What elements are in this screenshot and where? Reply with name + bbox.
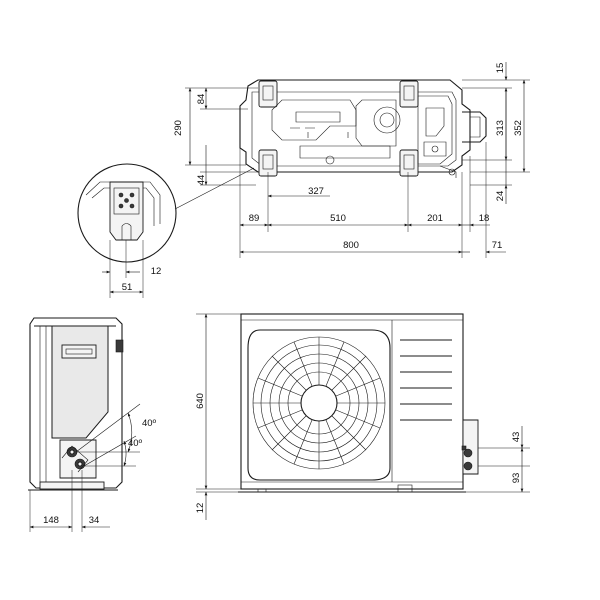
dim-34: 34 bbox=[89, 515, 100, 526]
dim-93: 93 bbox=[511, 473, 522, 484]
detail-view: 12 51 bbox=[77, 163, 255, 298]
top-view: 84 290 44 327 89 510 201 18 800 71 15 31… bbox=[173, 62, 530, 258]
dim-800: 800 bbox=[343, 240, 359, 251]
dim-15: 15 bbox=[495, 63, 506, 74]
dim-640: 640 bbox=[195, 393, 206, 409]
dim-352: 352 bbox=[513, 120, 524, 136]
side-view: 40º 40º 148 34 bbox=[28, 317, 157, 532]
dim-290: 290 bbox=[173, 120, 184, 136]
front-view: 640 12 43 93 bbox=[195, 313, 530, 520]
dim-12-front: 12 bbox=[195, 503, 206, 514]
dim-89: 89 bbox=[249, 213, 260, 224]
dim-51: 51 bbox=[122, 282, 133, 293]
dim-327: 327 bbox=[308, 186, 324, 197]
dim-44: 44 bbox=[196, 175, 207, 186]
dim-148: 148 bbox=[43, 515, 59, 526]
angle-lower: 40º bbox=[128, 438, 143, 449]
dim-43: 43 bbox=[511, 432, 522, 443]
dim-201: 201 bbox=[427, 213, 443, 224]
dim-24: 24 bbox=[495, 191, 506, 202]
dim-313: 313 bbox=[495, 120, 506, 136]
dim-84: 84 bbox=[196, 94, 207, 105]
dim-18: 18 bbox=[479, 213, 490, 224]
angle-upper: 40º bbox=[142, 418, 157, 429]
dim-71: 71 bbox=[492, 240, 503, 251]
dim-12-detail: 12 bbox=[151, 266, 162, 277]
dim-510: 510 bbox=[330, 213, 346, 224]
